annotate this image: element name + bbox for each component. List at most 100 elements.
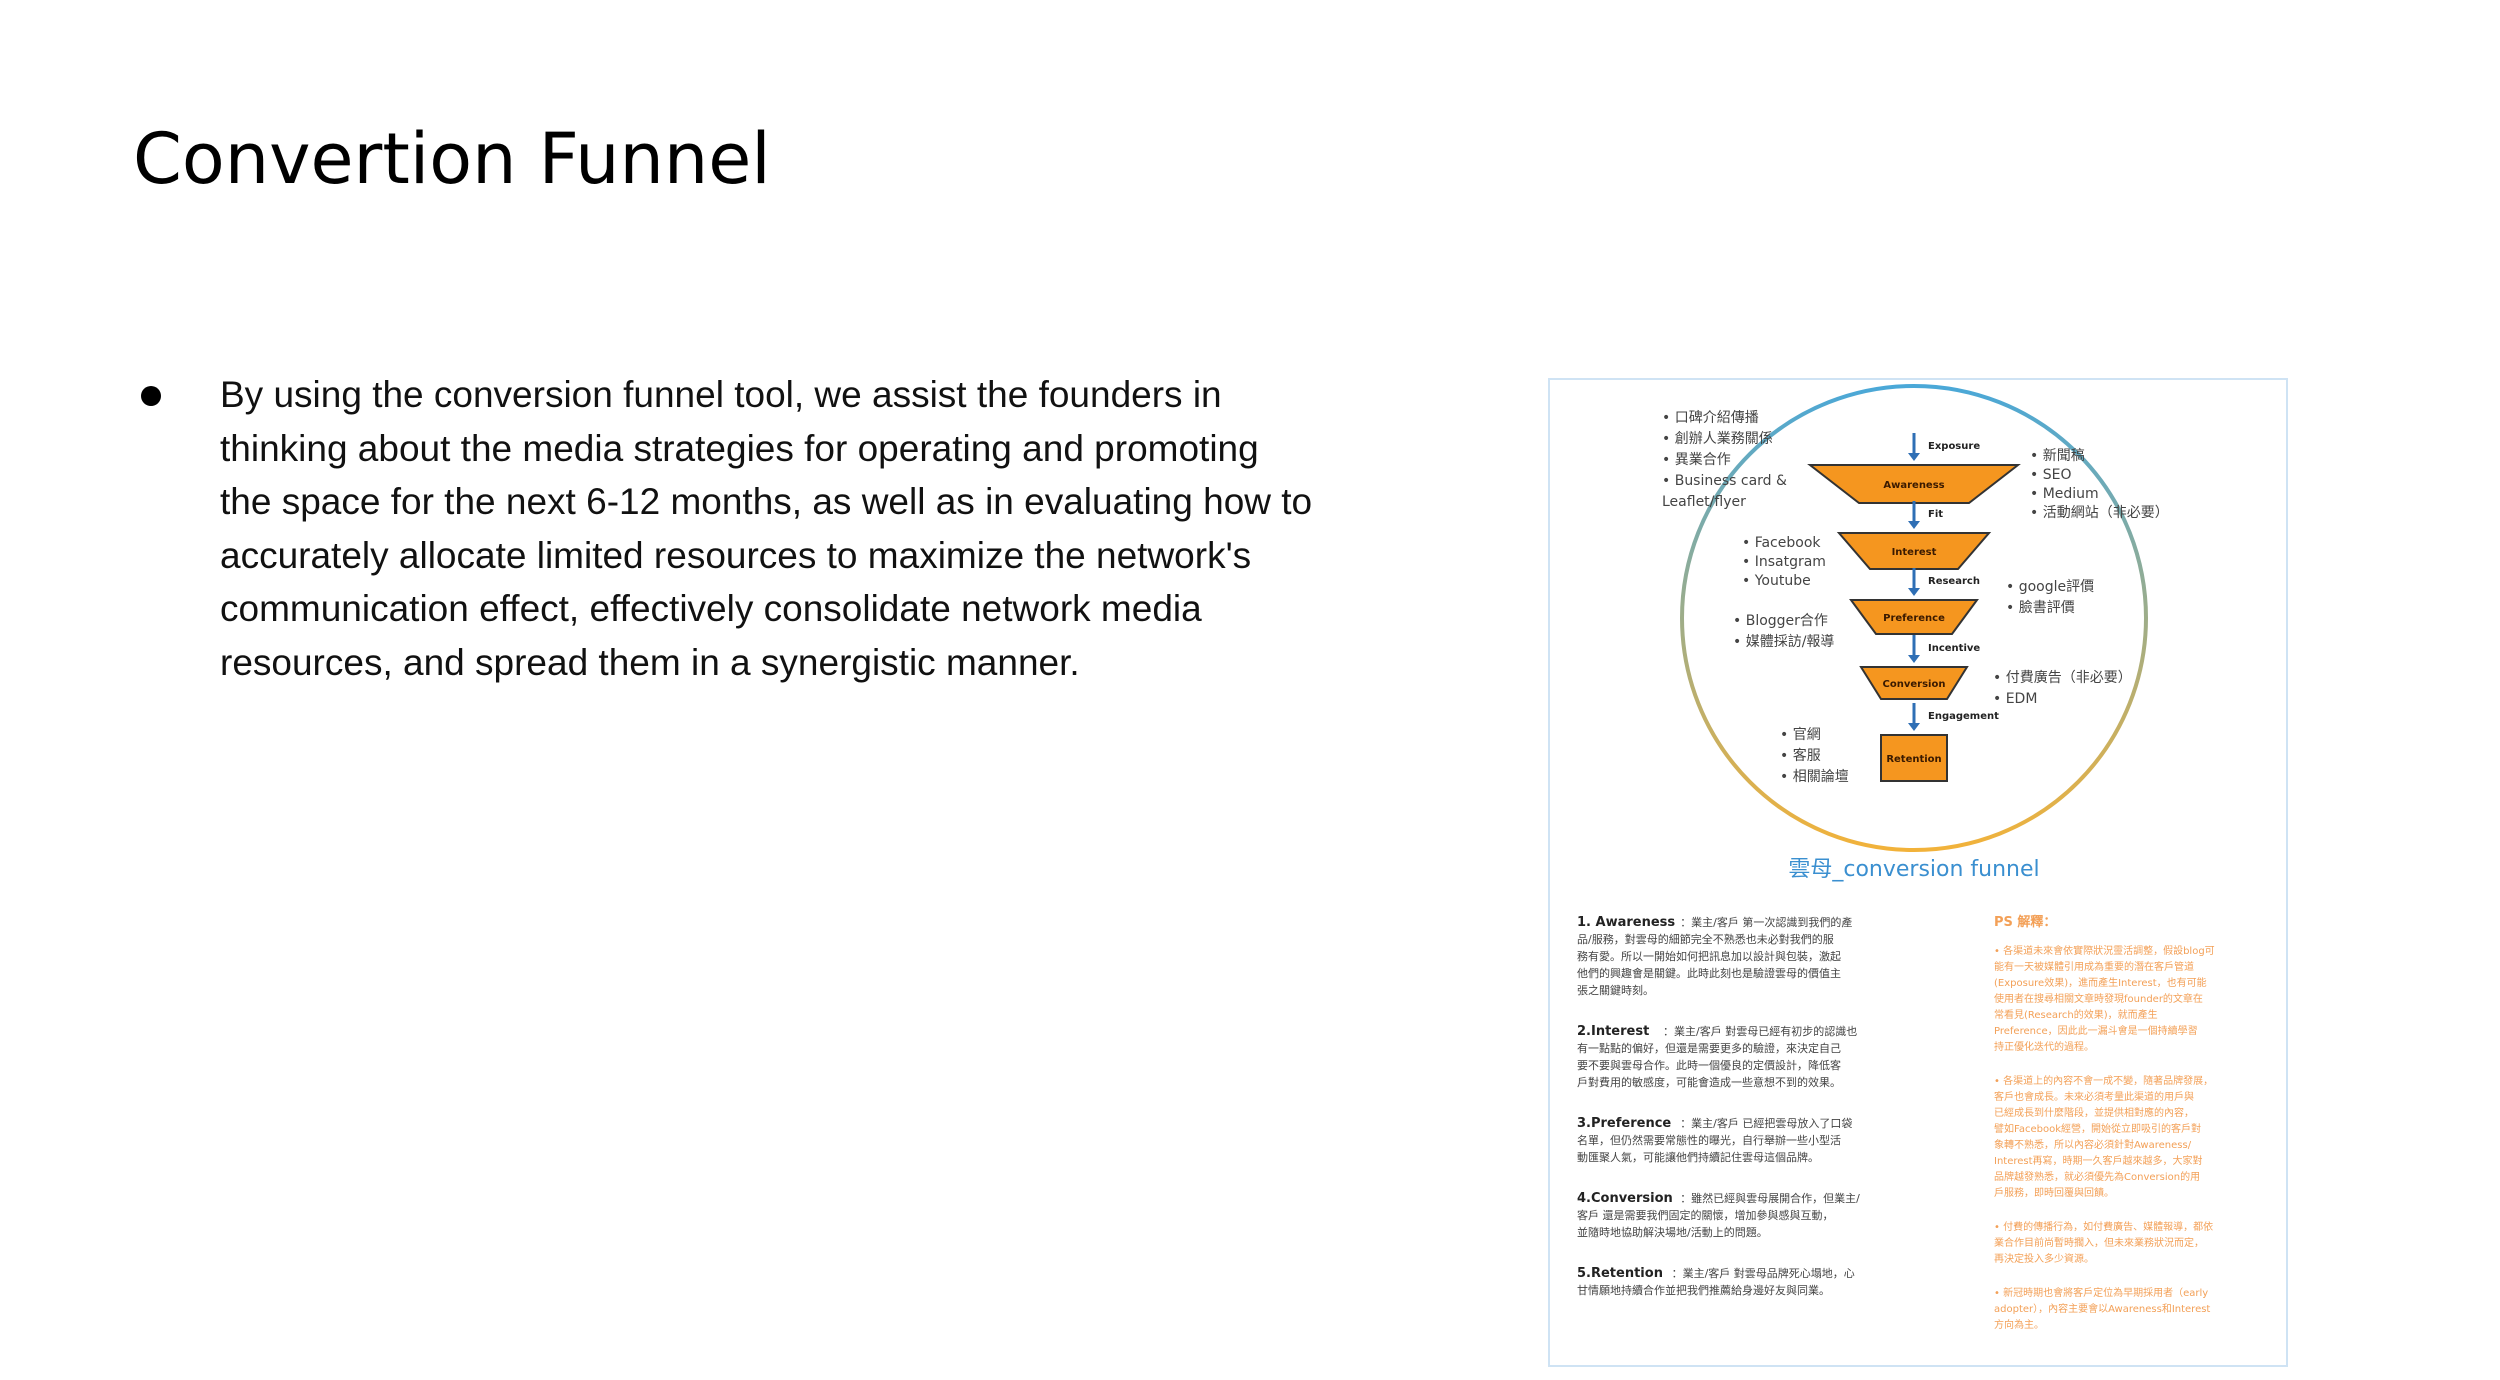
definition-line: 戶對費用的敏感度，可能會造成一些意想不到的效果。: [1577, 1075, 1841, 1089]
ps-line: 常看見(Research的效果)，就而產生: [1994, 1008, 2158, 1021]
funnel-diagram: ExposureAwarenessFitInterestResearchPref…: [1577, 384, 2215, 1331]
definition-line: 要不要與雲母合作。此時一個優良的定價設計，降低客: [1577, 1058, 1841, 1072]
funnel-stage: [1859, 666, 1969, 700]
definition-line: 品/服務，對雲母的細節完全不熟悉也未必對我們的服: [1577, 932, 1834, 946]
definition-block: 2.Interest ：業主/客戶 對雲母已經有初步的認識也有一點點的偏好，但還是…: [1577, 1024, 1857, 1089]
definition-line: ：業主/客戶 已經把雲母放入了口袋: [1680, 1116, 1852, 1130]
definition-head: 5.Retention: [1577, 1266, 1663, 1281]
funnel-note: • 異業合作: [1662, 452, 1731, 468]
funnel-note: • 客服: [1780, 747, 1821, 764]
ps-line: Interest再寫，時期一久客戶越來越多，大家對: [1994, 1154, 2203, 1167]
ps-paragraph: • 各渠道未來會依實際狀況靈活調整，假設blog可 能有一天被媒體引用成為重要的…: [1994, 944, 2215, 1053]
arrow-head-icon: [1908, 521, 1920, 529]
definition-line: 名單，但仍然需要常態性的曝光，自行舉辦一些小型活: [1577, 1133, 1841, 1147]
funnel-note: • SEO: [2030, 467, 2071, 483]
definition-block: 5.Retention：業主/客戶 對雲母品牌死心塌地，心甘情願地持續合作並把我…: [1577, 1266, 1855, 1297]
funnel-stage-label: Retention: [1886, 754, 1941, 765]
funnel-note: • Blogger合作: [1733, 613, 1828, 629]
definition-line: ：業主/客戶 對雲母品牌死心塌地，心: [1672, 1266, 1855, 1280]
ps-line: 能有一天被媒體引用成為重要的潛在客戶管道: [1994, 960, 2194, 973]
definition-head: 1. Awareness: [1577, 915, 1675, 930]
ps-line: 戶服務，即時回覆與回饋。: [1994, 1186, 2114, 1199]
stage-arrow-label: Research: [1928, 576, 1980, 587]
funnel-note: • 相關論壇: [1780, 768, 1849, 785]
definition-head: 4.Conversion: [1577, 1191, 1673, 1206]
stage-arrow-label: Exposure: [1928, 441, 1980, 452]
ps-paragraph: • 各渠道上的內容不會一成不變，隨著品牌發展， 客戶也會成長。未來必須考量此渠道…: [1994, 1074, 2213, 1199]
funnel-note: • Medium: [2030, 486, 2099, 502]
ps-line: 品牌越發熟悉，就必須優先為Conversion的用: [1994, 1170, 2200, 1183]
ps-paragraph: • 付費的傳播行為，如付費廣告、媒體報導，都依 業合作目前尚暫時擱入，但未來業務…: [1994, 1220, 2213, 1265]
funnel-ring: [1680, 384, 2148, 852]
ps-line: 客戶也會成長。未來必須考量此渠道的用戶與: [1994, 1090, 2194, 1103]
arrow-head-icon: [1908, 655, 1920, 663]
ps-title: PS 解釋：: [1994, 914, 2056, 930]
funnel-note: • Insatgram: [1742, 554, 1826, 570]
ps-line: 譬如Facebook經營，開始從立即吸引的客戶對: [1994, 1122, 2201, 1135]
funnel-stage-label: Preference: [1883, 613, 1945, 624]
bullet-dot-icon: [141, 386, 161, 406]
definition-line: 有一點點的偏好，但還是需要更多的驗證，來決定自己: [1577, 1041, 1841, 1055]
definition-line: ：業主/客戶 對雲母已經有初步的認識也: [1663, 1024, 1857, 1038]
funnel-note: • 活動網站（非必要）: [2030, 505, 2169, 521]
funnel-note: • Facebook: [1742, 535, 1821, 551]
ps-paragraph: • 新冠時期也會將客戶定位為早期採用者（early adopter），內容主要會…: [1994, 1286, 2210, 1331]
funnel-note: • Business card &: [1662, 473, 1787, 489]
ps-line: • 各渠道未來會依實際狀況靈活調整，假設blog可: [1994, 944, 2215, 957]
funnel-note: • 官網: [1780, 727, 1821, 743]
ps-line: 已經成長到什麼階段，並提供相對應的內容，: [1994, 1106, 2194, 1119]
funnel-stage: [1836, 532, 1992, 570]
funnel-note: • EDM: [1993, 691, 2037, 707]
ps-line: • 各渠道上的內容不會一成不變，隨著品牌發展，: [1994, 1074, 2213, 1087]
definition-line: ：雖然已經與雲母展開合作，但業主/: [1680, 1191, 1860, 1205]
stage-arrow-label: Incentive: [1928, 643, 1980, 654]
bullet-text: By using the conversion funnel tool, we …: [220, 374, 1313, 683]
funnel-note: • Youtube: [1742, 573, 1811, 589]
arrow-head-icon: [1908, 723, 1920, 731]
arrow-head-icon: [1908, 588, 1920, 596]
definition-line: 張之關鍵時刻。: [1577, 983, 1654, 997]
definition-block: 1. Awareness ：業主/客戶 第一次認識到我們的產品/服務，對雲母的細節…: [1577, 915, 1852, 997]
definition-head: 3.Preference: [1577, 1116, 1671, 1131]
ps-line: • 付費的傳播行為，如付費廣告、媒體報導，都依: [1994, 1220, 2213, 1233]
funnel-stage: [1849, 599, 1979, 635]
ps-line: Preference，因此此一漏斗會是一個持續學習: [1994, 1024, 2198, 1037]
funnel-note: • 付費廣告（非必要）: [1993, 669, 2132, 686]
ps-line: 使用者在搜尋相關文章時發現founder的文章在: [1994, 992, 2203, 1005]
definition-line: 務有愛。所以一開始如何把訊息加以設計與包裝，激起: [1577, 949, 1841, 963]
definition-line: 動匯聚人氣，可能讓他們持續記住雲母這個品牌。: [1577, 1150, 1819, 1164]
stage-arrow-label: Engagement: [1928, 711, 1999, 722]
ps-line: 象轉不熟悉，所以內容必須針對Awareness/: [1994, 1138, 2192, 1151]
funnel-note: • 創辦人業務關係: [1662, 431, 1773, 447]
funnel-stage-label: Interest: [1892, 547, 1937, 558]
ps-line: 方向為主。: [1994, 1318, 2044, 1331]
ps-line: • 新冠時期也會將客戶定位為早期採用者（early: [1994, 1286, 2208, 1299]
ps-line: 持正優化迭代的過程。: [1994, 1040, 2094, 1053]
definition-head: 2.Interest: [1577, 1024, 1649, 1039]
funnel-stage-label: Awareness: [1883, 480, 1944, 491]
definition-line: ：業主/客戶 第一次認識到我們的產: [1680, 915, 1852, 929]
definition-line: 客戶 還是需要我們固定的關懷，增加參與感與互動，: [1577, 1208, 1834, 1222]
funnel-stage-label: Conversion: [1883, 679, 1946, 690]
ps-line: 再決定投入多少資源。: [1994, 1252, 2094, 1265]
funnel-note: • 新聞稿: [2030, 448, 2085, 464]
figure-caption: 雲母_conversion funnel: [1788, 857, 2039, 882]
stage-arrow-label: Fit: [1928, 509, 1943, 520]
funnel-note: • google評價: [2006, 578, 2094, 595]
ps-line: (Exposure效果)，進而產生Interest，也有可能: [1994, 976, 2207, 989]
funnel-note: • 臉書評價: [2006, 599, 2075, 616]
funnel-stage: [1807, 464, 2021, 504]
funnel-note: • 媒體採訪/報導: [1733, 634, 1834, 650]
slide-title: Convertion Funnel: [133, 118, 771, 200]
funnel-note: Leaflet/flyer: [1662, 494, 1746, 510]
funnel-stage: [1880, 734, 1948, 782]
definition-line: 他們的興趣會是關鍵。此時此刻也是驗證雲母的價值主: [1577, 966, 1841, 980]
definition-block: 4.Conversion ：雖然已經與雲母展開合作，但業主/客戶 還是需要我們固定…: [1577, 1191, 1860, 1239]
definition-line: 並隨時地協助解決場地/活動上的問題。: [1577, 1225, 1768, 1239]
ps-line: 業合作目前尚暫時擱入，但未來業務狀況而定，: [1994, 1236, 2204, 1249]
definition-block: 3.Preference ：業主/客戶 已經把雲母放入了口袋名單，但仍然需要常態性…: [1577, 1116, 1852, 1164]
arrow-head-icon: [1908, 453, 1920, 461]
ps-line: adopter），內容主要會以Awareness和Interest: [1994, 1302, 2210, 1315]
funnel-note: • 口碑介紹傳播: [1662, 410, 1759, 426]
